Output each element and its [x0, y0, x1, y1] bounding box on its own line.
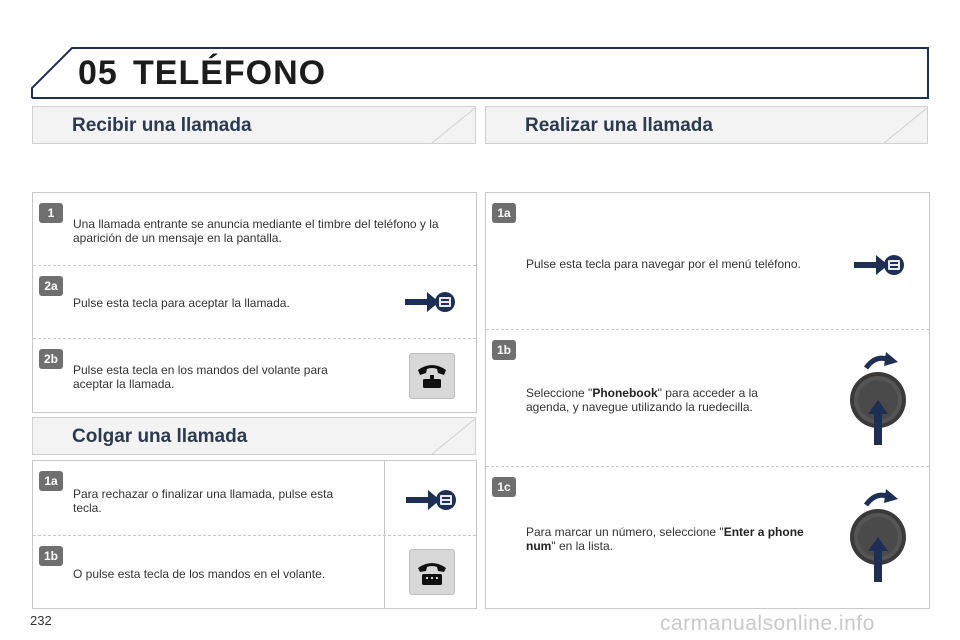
step-badge: 1 [39, 203, 63, 223]
phone-handset-icon [418, 563, 446, 585]
section-header-realizar: Realizar una llamada [485, 106, 928, 144]
step-row: 2b Pulse esta tecla en los mandos del vo… [33, 339, 476, 411]
page-number: 232 [30, 613, 52, 628]
step-badge: 1c [492, 477, 516, 497]
section-title-realizar: Realizar una llamada [525, 115, 713, 136]
chapter-header-frame [31, 47, 929, 99]
step-badge: 1b [492, 340, 516, 360]
section-header-colgar: Colgar una llamada [32, 417, 476, 455]
section-header-recibir: Recibir una llamada [32, 106, 476, 144]
steering-key-box [409, 549, 455, 595]
step-text: Para marcar un número, seleccione "Enter… [526, 525, 804, 553]
step-text: Seleccione "Phonebook" para acceder a la… [526, 386, 758, 414]
chapter-title: TELÉFONO [133, 54, 327, 92]
step-row: 1b O pulse esta tecla de los mandos en e… [33, 536, 476, 608]
step-text: Pulse esta tecla para aceptar la llamada… [73, 296, 290, 310]
step-row: 1 Una llamada entrante se anuncia median… [33, 193, 476, 266]
rotary-knob-icon [850, 489, 906, 582]
panel-realizar: 1a Pulse esta tecla para navegar por el … [485, 192, 930, 609]
step-text: Para rechazar o finalizar una llamada, p… [73, 487, 334, 515]
step-text: Una llamada entrante se anuncia mediante… [73, 217, 439, 245]
panel-colgar: 1a Para rechazar o finalizar una llamada… [32, 460, 477, 609]
step-row: 1a Pulse esta tecla para navegar por el … [486, 193, 929, 330]
phone-handset-icon [418, 365, 446, 388]
phone-menu-key-icon [405, 292, 455, 312]
step-text: O pulse esta tecla de los mandos en el v… [73, 567, 326, 581]
step-row: 1b Seleccione "Phonebook" para acceder a… [486, 330, 929, 467]
step-badge: 2b [39, 349, 63, 369]
section-title-colgar: Colgar una llamada [72, 426, 248, 447]
rotary-knob-icon [850, 352, 906, 445]
step-badge: 1b [39, 546, 63, 566]
step-row: 2a Pulse esta tecla para aceptar la llam… [33, 266, 476, 339]
step-text: Pulse esta tecla para navegar por el men… [526, 257, 801, 271]
step-row: 1c Para marcar un número, seleccione "En… [486, 467, 929, 608]
chapter-number: 05 [78, 54, 118, 92]
step-badge: 1a [39, 471, 63, 491]
step-badge: 1a [492, 203, 516, 223]
section-title-recibir: Recibir una llamada [72, 115, 252, 136]
step-badge: 2a [39, 276, 63, 296]
phone-menu-key-icon [406, 490, 456, 510]
panel-recibir: 1 Una llamada entrante se anuncia median… [32, 192, 477, 413]
steering-key-box [409, 353, 455, 399]
step-text: Pulse esta tecla en los mandos del volan… [73, 363, 328, 391]
phone-menu-key-icon [854, 255, 904, 275]
step-row: 1a Para rechazar o finalizar una llamada… [33, 461, 476, 536]
watermark: carmanualsonline.info [660, 612, 875, 635]
